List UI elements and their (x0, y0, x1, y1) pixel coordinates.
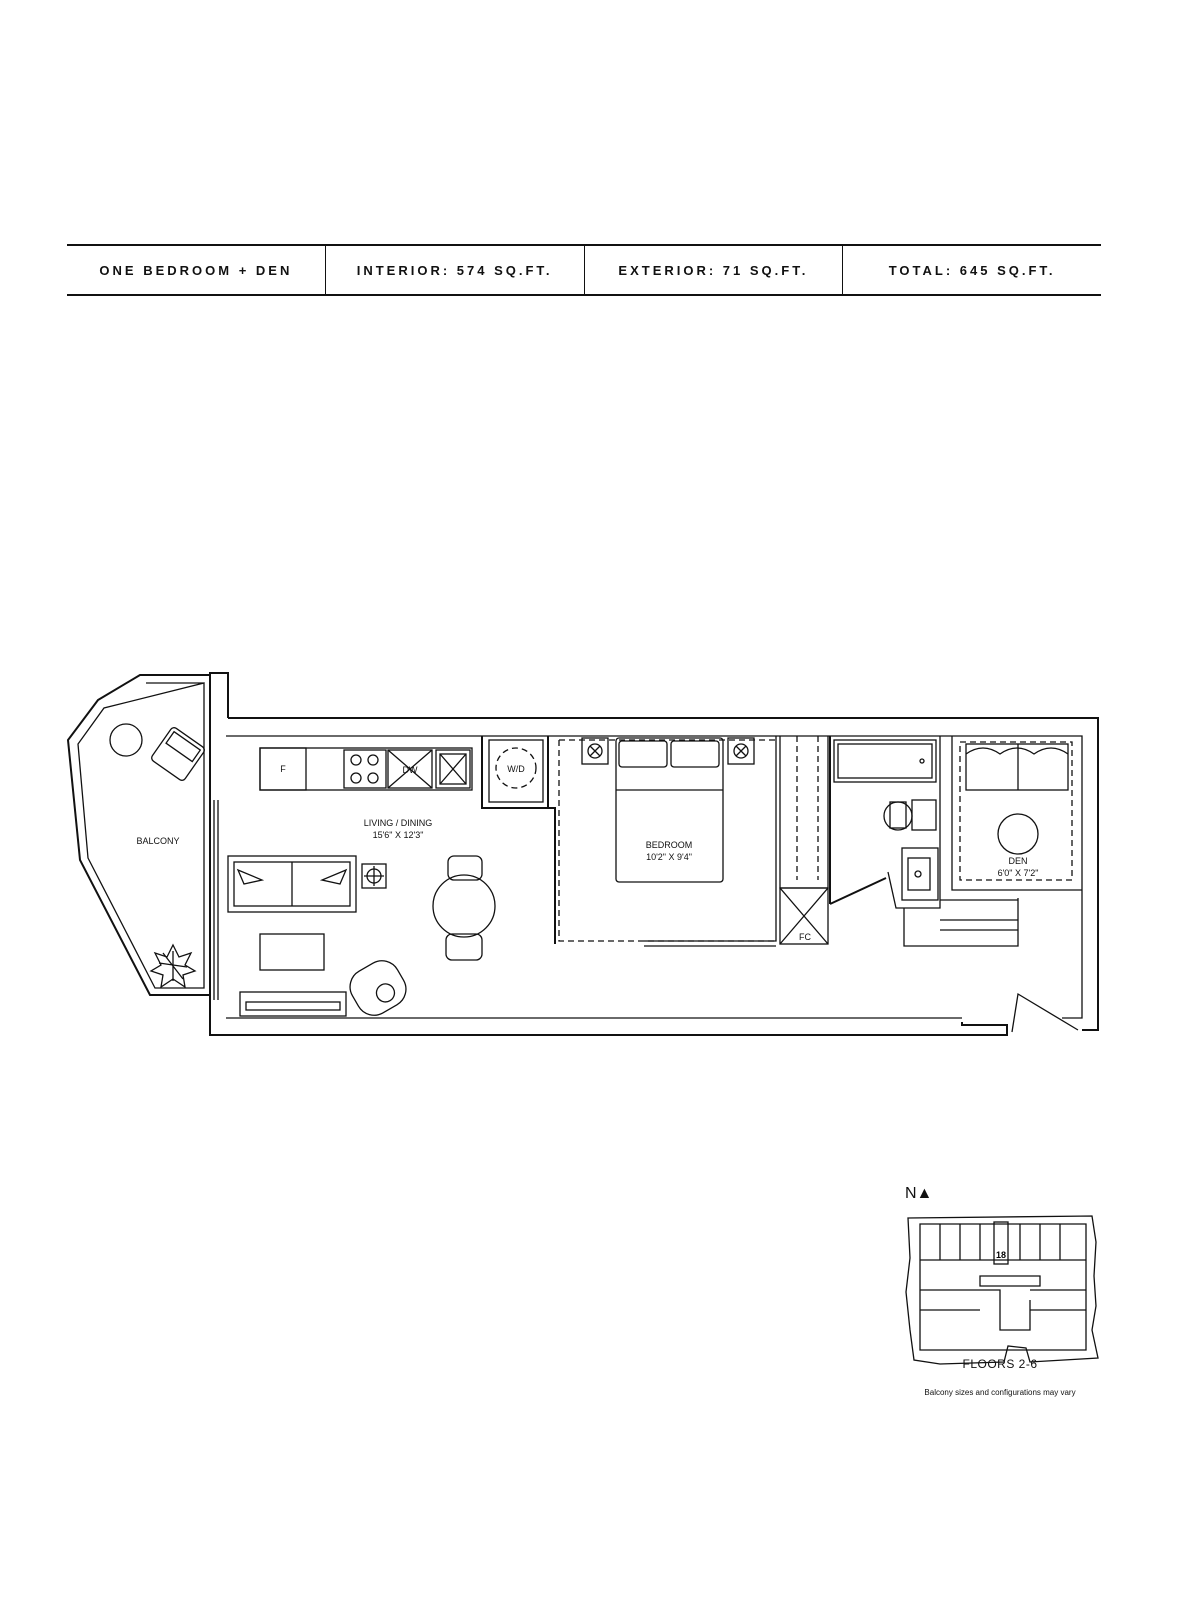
balcony-chair (151, 727, 205, 781)
balcony-outline (66, 674, 211, 996)
key-plan: 18 (905, 1215, 1099, 1365)
unit-number: 18 (996, 1250, 1006, 1260)
cooktop-icon (343, 749, 387, 789)
living-dining-size: 15'6" X 12'3" (373, 830, 424, 840)
bedroom-size: 10'2" X 9'4" (646, 852, 692, 862)
sofa (227, 855, 357, 913)
bedroom-label: BEDROOM (646, 840, 693, 850)
sink-icon (435, 749, 471, 789)
furnace-closet (779, 887, 829, 945)
nightstand-left (581, 737, 609, 765)
floors-label: FLOORS 2-6 (962, 1357, 1038, 1371)
unit-type: ONE BEDROOM + DEN (99, 262, 293, 278)
unit-info-bar: ONE BEDROOM + DEN INTERIOR: 574 SQ.FT. E… (67, 244, 1101, 296)
den-table (997, 813, 1039, 855)
interior-area: INTERIOR: 574 SQ.FT. (324, 246, 584, 294)
plant-icon (149, 943, 197, 989)
living-dining-label: LIVING / DINING (364, 818, 433, 828)
nightstand-right (727, 737, 755, 765)
inner-wall-line (226, 735, 1083, 1019)
lamp-icon (361, 863, 387, 889)
bed (615, 737, 724, 883)
total-area: TOTAL: 645 SQ.FT. (842, 246, 1101, 294)
armchair (349, 960, 407, 1016)
dining-table (432, 855, 496, 961)
fridge-label: F (280, 764, 286, 774)
balcony-table (109, 723, 143, 757)
bathtub (833, 739, 937, 783)
dishwasher (387, 749, 433, 789)
entry-door (1011, 992, 1079, 1033)
furnace-closet-label: FC (799, 932, 811, 942)
toilet (883, 799, 937, 831)
vanity-sink (901, 847, 939, 901)
den-sofa (965, 743, 1069, 791)
exterior-wall-left (209, 672, 1008, 1036)
north-arrow: N▲ (905, 1185, 933, 1202)
dishwasher-label: DW (403, 765, 418, 775)
washer-dryer-label: W/D (507, 764, 525, 774)
hall-closet (903, 898, 1019, 947)
coffee-table (259, 933, 325, 971)
exterior-wall (228, 717, 1099, 1031)
tv-unit (239, 991, 347, 1017)
balcony-note: Balcony sizes and configurations may var… (924, 1388, 1076, 1397)
washer-dryer (488, 739, 544, 803)
fridge (259, 747, 307, 791)
exterior-area: EXTERIOR: 71 SQ.FT. (583, 246, 843, 294)
den-size: 6'0" X 7'2" (998, 868, 1039, 878)
den-label: DEN (1008, 856, 1027, 866)
balcony-label: BALCONY (136, 836, 179, 846)
